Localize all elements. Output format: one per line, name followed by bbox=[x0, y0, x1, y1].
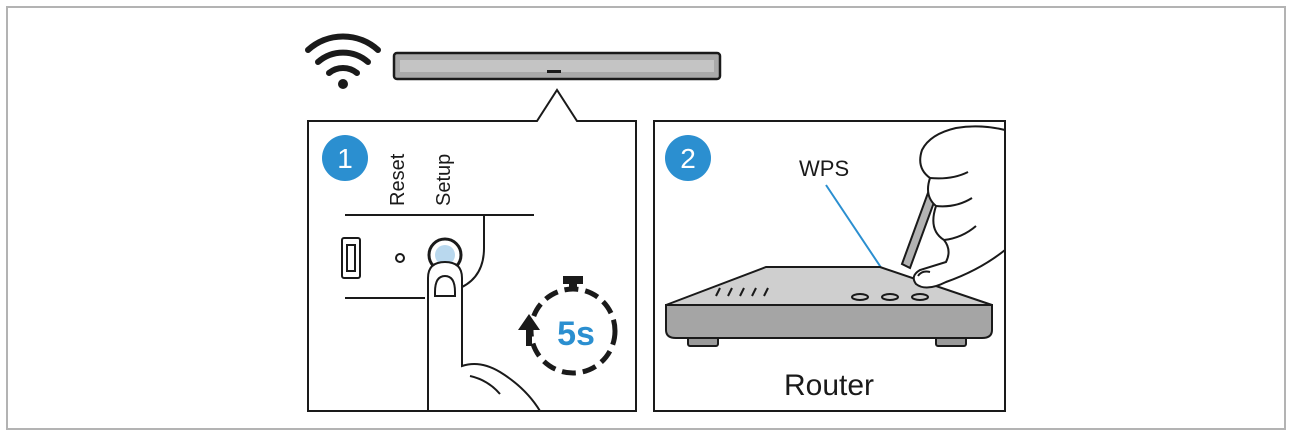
router-label: Router bbox=[784, 369, 874, 402]
finger-icon bbox=[427, 260, 542, 412]
usb-port-icon bbox=[341, 237, 361, 279]
step1-badge: 1 bbox=[322, 135, 368, 181]
wifi-icon bbox=[305, 33, 381, 89]
soundbar-icon bbox=[392, 51, 722, 81]
router-icon bbox=[665, 266, 993, 347]
wps-label: WPS bbox=[799, 156, 849, 181]
hand-icon bbox=[900, 125, 1006, 289]
step2-number: 2 bbox=[680, 143, 696, 174]
reset-hole bbox=[395, 253, 405, 263]
step1-number: 1 bbox=[337, 143, 353, 174]
timer-icon: 5s bbox=[518, 276, 618, 376]
timer-value: 5s bbox=[557, 315, 595, 353]
step1-panel bbox=[307, 88, 637, 412]
reset-label: Reset bbox=[387, 153, 409, 206]
instruction-frame bbox=[6, 6, 1286, 430]
step2-badge: 2 bbox=[665, 135, 711, 181]
setup-label: Setup bbox=[433, 154, 455, 206]
wps-leader-line bbox=[825, 184, 889, 279]
